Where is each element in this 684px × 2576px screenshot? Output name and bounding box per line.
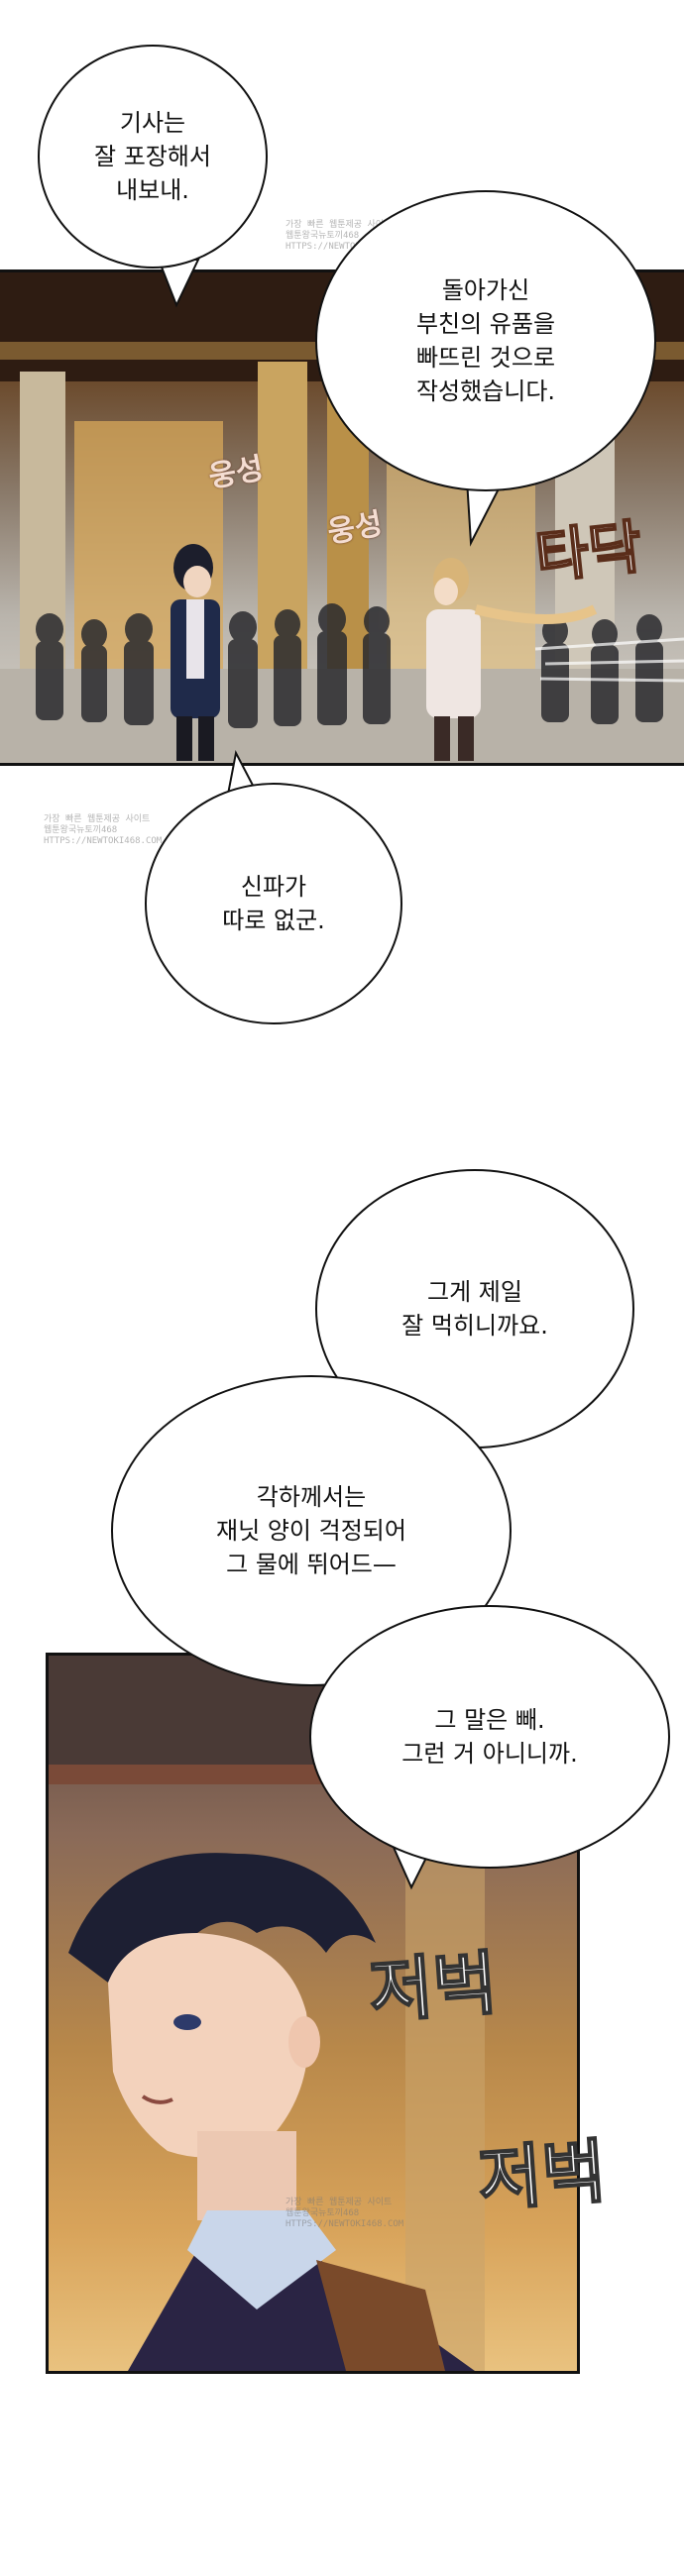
character-duke bbox=[171, 544, 220, 761]
watermark-1: 가장 빠른 웹툰제공 사이트 웹툰왕국뉴토끼468 HTTPS://NEWTOK… bbox=[285, 220, 404, 252]
speech-bubble-2: 돌아가신 부친의 유품을 빠뜨린 것으로 작성했습니다. bbox=[315, 190, 656, 491]
character-blonde bbox=[426, 558, 598, 761]
speech-bubble-1: 기사는 잘 포장해서 내보내. bbox=[38, 45, 268, 268]
character-neck bbox=[197, 2131, 296, 2220]
crowd bbox=[36, 603, 663, 728]
speech-bubble-5: 각하께서는 재닛 양이 걱정되어 그 물에 뛰어드— bbox=[111, 1375, 512, 1686]
speed-lines bbox=[534, 637, 684, 683]
column bbox=[405, 1794, 485, 2371]
sfx-running: 타닥 bbox=[531, 512, 645, 592]
character-eye bbox=[173, 2014, 201, 2030]
character-face bbox=[108, 1933, 308, 2158]
watermark-2: 가장 빠른 웹툰제공 사이트 웹툰왕국뉴토끼468 HTTPS://NEWTOK… bbox=[44, 814, 163, 846]
character-mouth bbox=[141, 2094, 173, 2104]
character-ear bbox=[288, 2016, 320, 2068]
watermark-3: 가장 빠른 웹툰제공 사이트 웹툰왕국뉴토끼468 HTTPS://NEWTOK… bbox=[285, 2198, 404, 2229]
speech-bubble-3: 신파가 따로 없군. bbox=[145, 783, 402, 1024]
character-cravat bbox=[187, 2210, 336, 2309]
character-hair bbox=[68, 1853, 376, 1983]
speech-bubble-6: 그 말은 빼. 그런 거 아니니까. bbox=[309, 1605, 670, 1869]
sfx-footsteps-2: 저벅 bbox=[475, 2129, 610, 2222]
character-vest-trim bbox=[316, 2260, 445, 2371]
sfx-footsteps-1: 저벅 bbox=[366, 1941, 501, 2034]
